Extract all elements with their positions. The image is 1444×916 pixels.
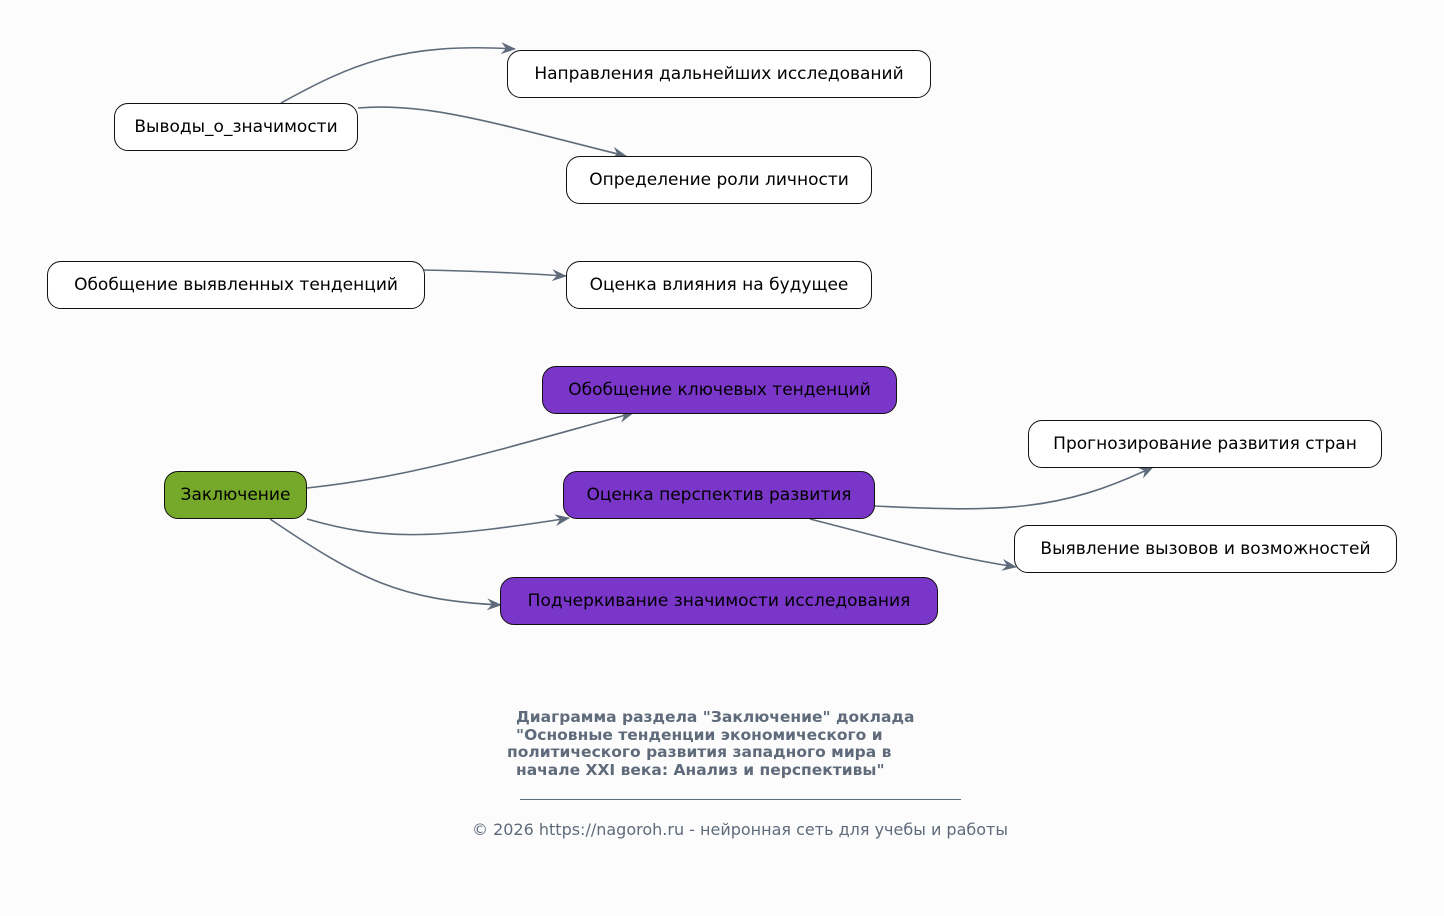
- caption-line-1: Диаграмма раздела "Заключение" доклада: [516, 708, 915, 726]
- node-generalization-trends[interactable]: Обобщение выявленных тенденций: [47, 261, 425, 309]
- caption-line-2: "Основные тенденции экономического и: [516, 725, 883, 744]
- node-forecasting[interactable]: Прогнозирование развития стран: [1028, 420, 1382, 468]
- node-future-research[interactable]: Направления дальнейших исследований: [507, 50, 931, 98]
- footer-copyright: © 2026 https://nagoroh.ru - нейронная се…: [471, 820, 1008, 839]
- node-key-trends[interactable]: Обобщение ключевых тенденций: [542, 366, 897, 414]
- node-impact-future[interactable]: Оценка влияния на будущее: [566, 261, 872, 309]
- node-conclusions-significance[interactable]: Выводы_о_значимости: [114, 103, 358, 151]
- edge-generalization-impact: [423, 269, 567, 282]
- edge-prospects-challenges: [809, 518, 1017, 571]
- node-challenges[interactable]: Выявление вызовов и возможностей: [1014, 525, 1397, 573]
- node-significance[interactable]: Подчеркивание значимости исследования: [500, 577, 938, 625]
- diagram-caption: Диаграмма раздела "Заключение" доклада "…: [500, 708, 980, 779]
- caption-line-4: начале XXI века: Анализ и перспективы": [516, 760, 885, 779]
- edge-conclusions-future-research: [280, 42, 516, 104]
- caption-line-3: политического развития западного мира в: [507, 743, 892, 761]
- node-conclusion-root[interactable]: Заключение: [164, 471, 307, 519]
- node-prospects[interactable]: Оценка перспектив развития: [563, 471, 875, 519]
- edge-conclusion-prospects: [306, 514, 570, 536]
- edge-prospects-forecasting: [873, 466, 1154, 510]
- edge-conclusion-significance: [269, 518, 502, 611]
- node-personality-role[interactable]: Определение роли личности: [566, 156, 872, 204]
- edge-conclusions-personality-role: [357, 106, 627, 159]
- edge-conclusion-key-trends: [306, 410, 634, 489]
- caption-divider: [520, 799, 961, 800]
